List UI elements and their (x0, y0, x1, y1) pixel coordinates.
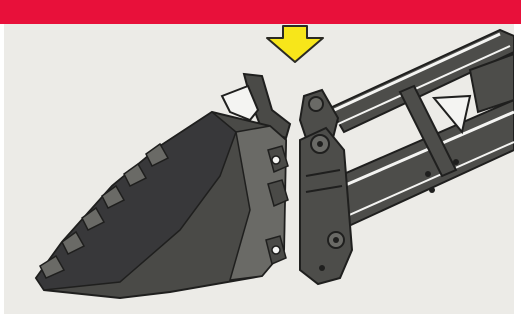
red-banner (0, 0, 521, 24)
bucket-attachment-illustration (4, 24, 514, 314)
